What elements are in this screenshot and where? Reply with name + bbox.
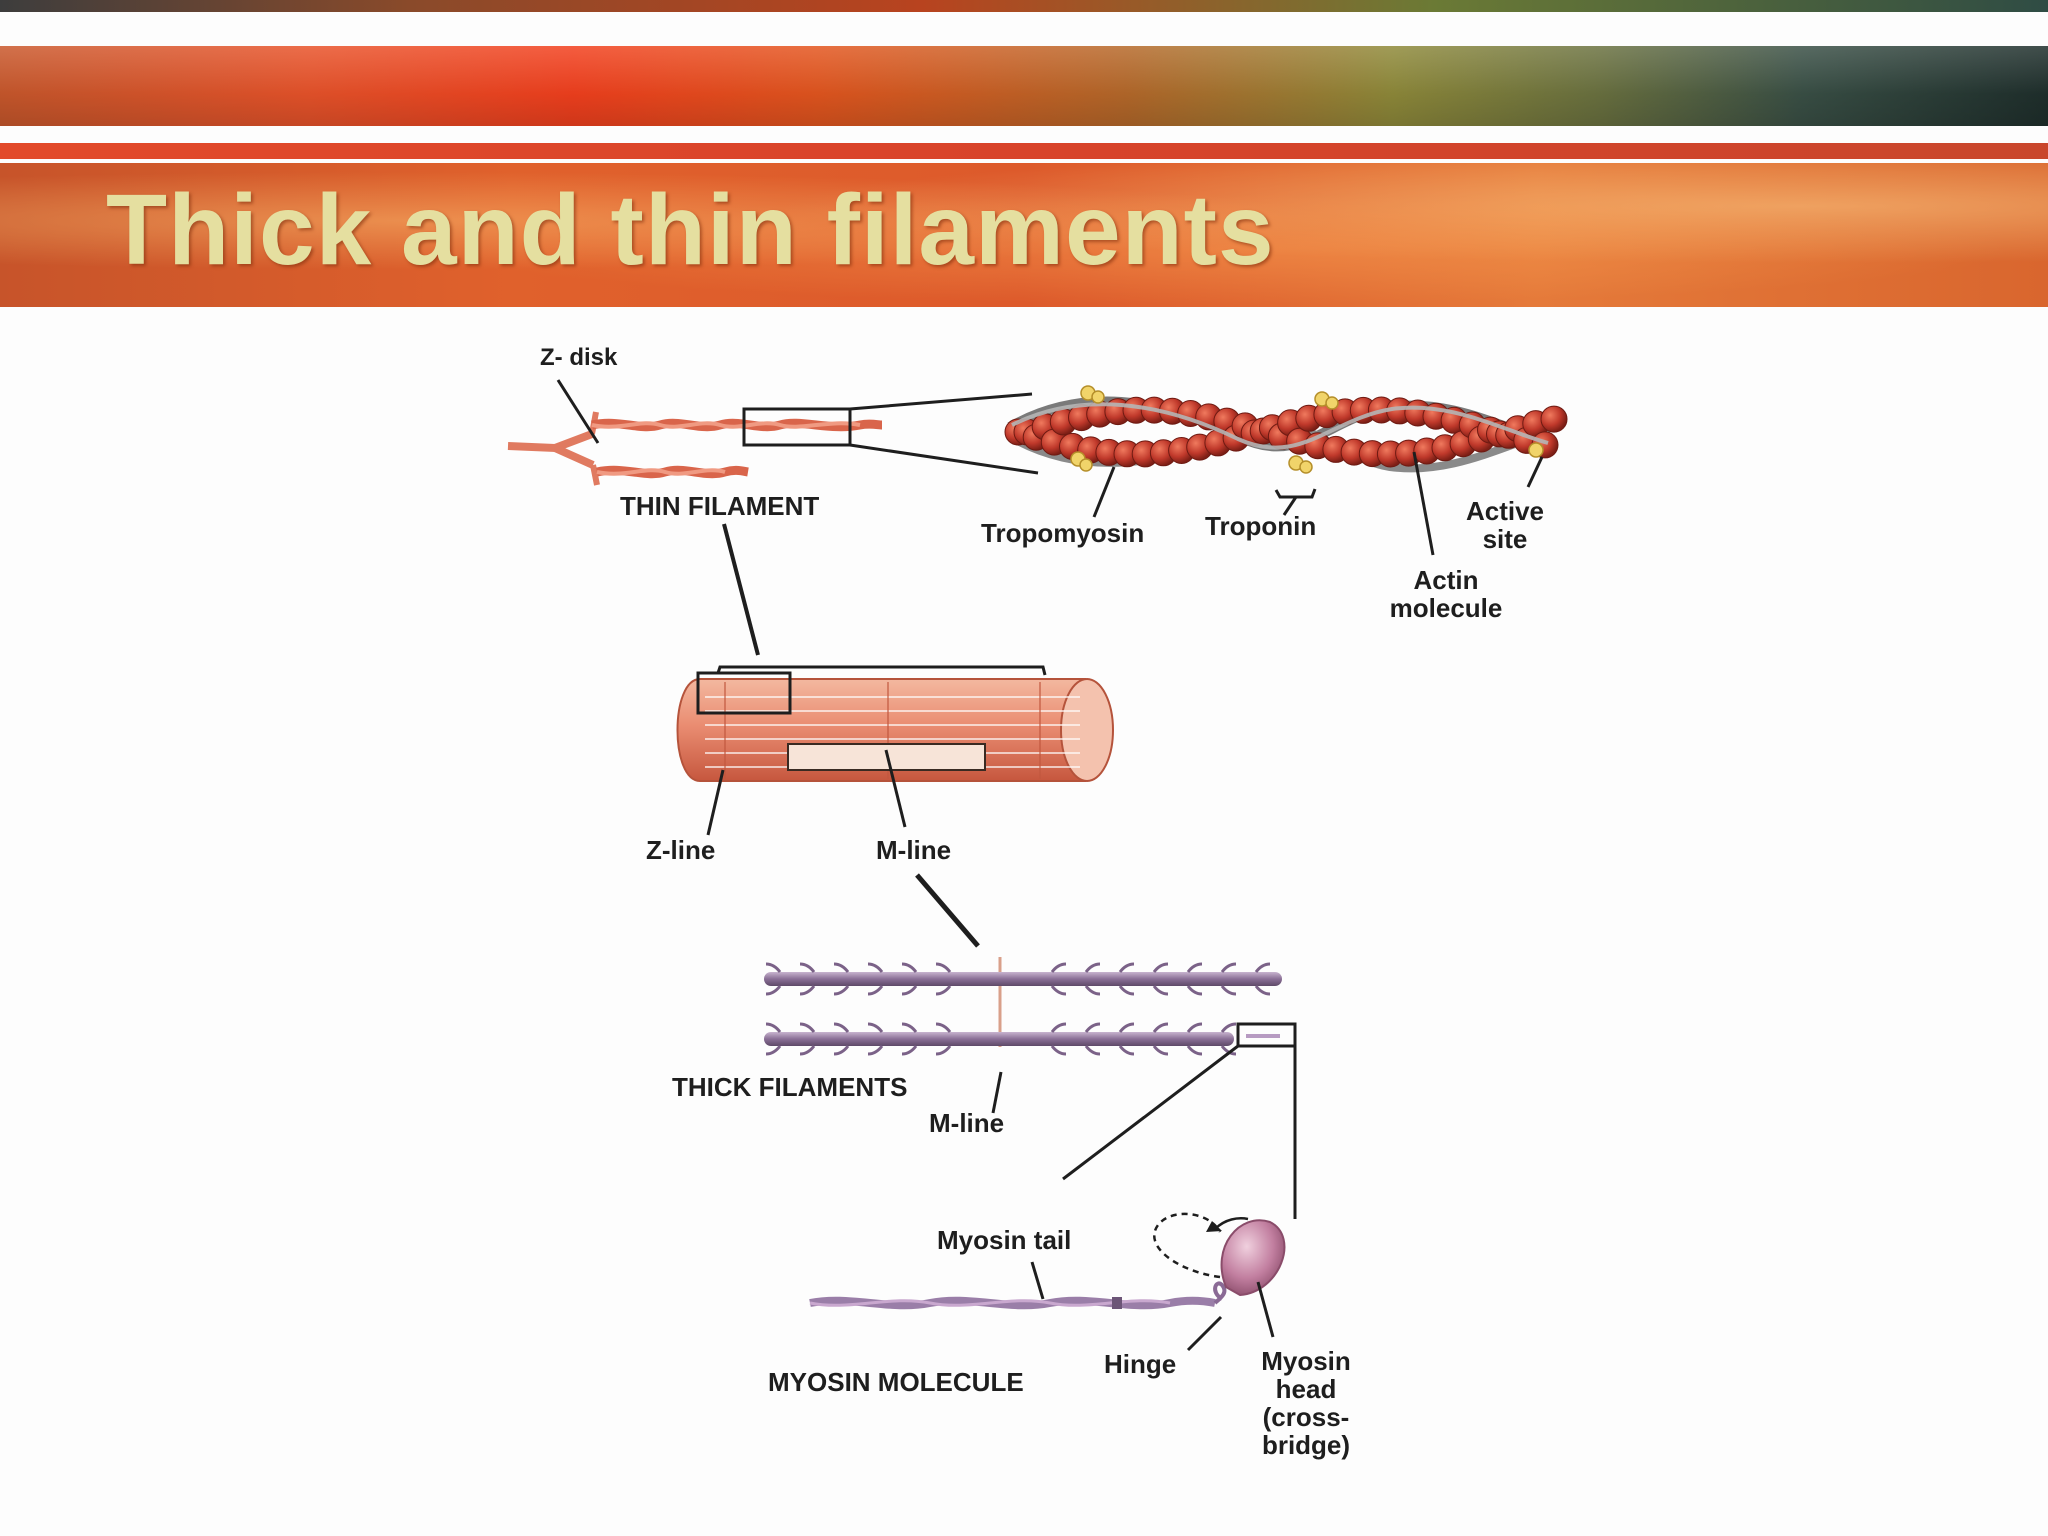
thick-filament-head <box>1220 1022 1237 1033</box>
thick-filament-head <box>1220 985 1237 996</box>
thick-filament-head <box>1152 1022 1169 1033</box>
myosin-head-icon <box>1220 1219 1286 1297</box>
header-gradient-band <box>0 46 2048 126</box>
active-site-label-line1: Active <box>1466 496 1544 526</box>
thin-filament-connector <box>722 523 760 656</box>
thick-filament-head <box>833 1045 850 1056</box>
thin-filament-leaders <box>1092 451 1544 556</box>
myosin-molecule-label: MYOSIN MOLECULE <box>768 1367 1024 1397</box>
thick-filament-head <box>901 985 918 996</box>
myosin-head-label-line2: head <box>1276 1374 1337 1404</box>
thick-filament-head <box>1186 1022 1203 1033</box>
header-accent-line <box>0 143 2048 159</box>
thick-filament-head <box>901 1045 918 1056</box>
myosin-molecule <box>809 1281 1227 1310</box>
myosin-tail-label: Myosin tail <box>937 1225 1071 1255</box>
thick-filament-head <box>1186 962 1203 973</box>
thick-filament-head <box>833 962 850 973</box>
tropomyosin-label: Tropomyosin <box>981 518 1144 548</box>
myosin-head-label-line4: bridge) <box>1262 1430 1350 1460</box>
thick-filament-head <box>1050 1045 1067 1056</box>
thick-filament-head <box>1118 1022 1135 1033</box>
thick-filament-head <box>867 985 884 996</box>
thick-filament-head <box>867 1045 884 1056</box>
diagram-svg: Z- disk THIN FILAMENT Tropomyosin Tropon… <box>507 344 1568 1460</box>
head-pivot-dashed-outline <box>1153 1212 1222 1279</box>
myosin-leaders <box>1030 1261 1275 1352</box>
thick-filament-head <box>799 1022 816 1033</box>
thick-filament-head <box>1152 985 1169 996</box>
thick-filament-head <box>1050 962 1067 973</box>
thick-filament-head <box>1152 962 1169 973</box>
thick-filament-head <box>1118 1045 1135 1056</box>
top-decor-strip <box>0 0 2048 12</box>
thin-filament-label: THIN FILAMENT <box>620 491 819 521</box>
thick-filament-head <box>1254 962 1271 973</box>
myofibril <box>676 665 1114 836</box>
thick-filament-head <box>1050 985 1067 996</box>
z-disk-structure <box>507 379 1039 486</box>
slide-title: Thick and thin filaments <box>106 174 1275 286</box>
thick-filament-head <box>833 985 850 996</box>
thick-filament-head <box>765 1022 782 1033</box>
thick-filament-head <box>833 1022 850 1033</box>
thick-filament-head <box>935 1022 952 1033</box>
thick-filament-head <box>1084 962 1101 973</box>
m-line-connector <box>915 873 980 948</box>
thick-filament-head <box>867 1022 884 1033</box>
myosin-head-label-line3: (cross- <box>1263 1402 1350 1432</box>
thick-filament-head <box>1084 1045 1101 1056</box>
thick-filament-head <box>765 985 782 996</box>
thick-filament-head <box>935 985 952 996</box>
thick-filament-head <box>1254 985 1271 996</box>
thick-filament-head <box>1186 1045 1203 1056</box>
troponin-icon <box>1070 385 1544 474</box>
thick-filament-head <box>935 962 952 973</box>
thick-filament-head <box>1118 962 1135 973</box>
thick-filament-head <box>1084 1022 1101 1033</box>
actin-bead <box>1540 405 1568 433</box>
active-site-label-line2: site <box>1483 524 1528 554</box>
thick-filament-head <box>935 1045 952 1056</box>
thick-filament-head <box>765 1045 782 1056</box>
z-disk-label: Z- disk <box>540 344 618 371</box>
actin-molecule-label-line1: Actin <box>1414 565 1479 595</box>
thick-filament-head <box>799 962 816 973</box>
thick-filament-head <box>1152 1045 1169 1056</box>
thick-filament-head <box>901 962 918 973</box>
m-line-myofibril-label: M-line <box>876 835 951 865</box>
title-banner <box>0 163 2048 307</box>
filament-diagram: Z- disk THIN FILAMENT Tropomyosin Tropon… <box>0 307 2048 1536</box>
m-line-thick-label: M-line <box>929 1108 1004 1138</box>
pivot-arrowhead-icon <box>1206 1221 1222 1232</box>
thick-filament-head <box>765 962 782 973</box>
thick-filaments <box>764 957 1297 1219</box>
thick-filament-head <box>799 1045 816 1056</box>
thick-filament-head <box>799 985 816 996</box>
thick-filament-head <box>1118 985 1135 996</box>
actin-molecule-label-line2: molecule <box>1390 593 1503 623</box>
z-line-label: Z-line <box>646 835 715 865</box>
thick-filament-head <box>867 962 884 973</box>
thick-filaments-label: THICK FILAMENTS <box>672 1072 907 1102</box>
thick-filament-head <box>1220 962 1237 973</box>
troponin-label: Troponin <box>1205 511 1316 541</box>
thick-filament-head <box>1186 985 1203 996</box>
thick-filament-head <box>1084 985 1101 996</box>
myosin-head-label-line1: Myosin <box>1261 1346 1351 1376</box>
hinge-label: Hinge <box>1104 1349 1176 1379</box>
actin-helix <box>1004 396 1568 473</box>
thick-filament-head <box>1050 1022 1067 1033</box>
thick-filament-head <box>901 1022 918 1033</box>
